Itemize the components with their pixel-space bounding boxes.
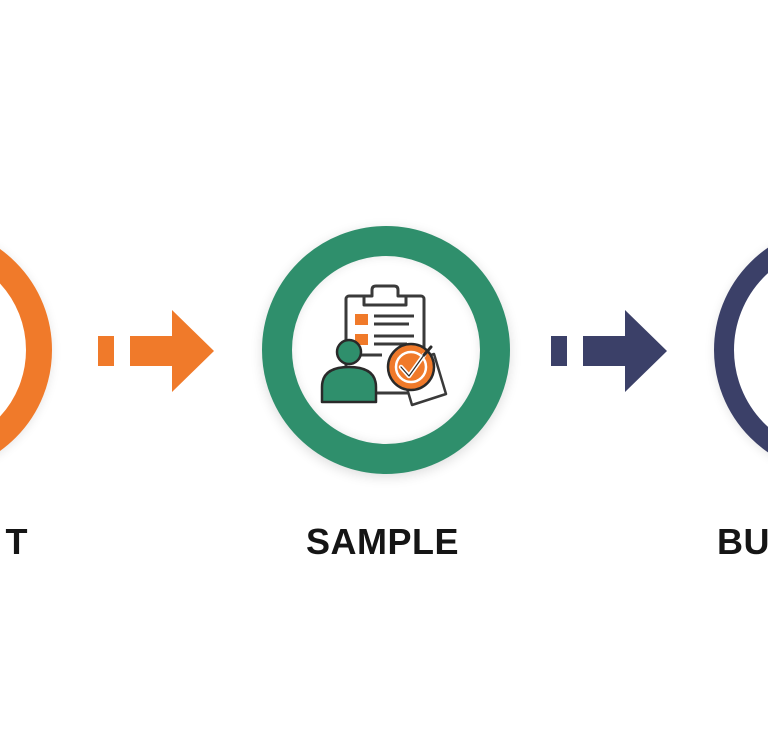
step-circle-right [714, 226, 768, 474]
clipboard-person-check-icon [320, 284, 448, 407]
arrow-right-icon [98, 310, 214, 392]
step-label-center: SAMPLE [306, 521, 460, 562]
arrow-right-icon [551, 310, 667, 392]
step-circle-left [0, 226, 52, 474]
step-label-right: BU [717, 521, 768, 562]
step-label-left: T [5, 521, 28, 562]
